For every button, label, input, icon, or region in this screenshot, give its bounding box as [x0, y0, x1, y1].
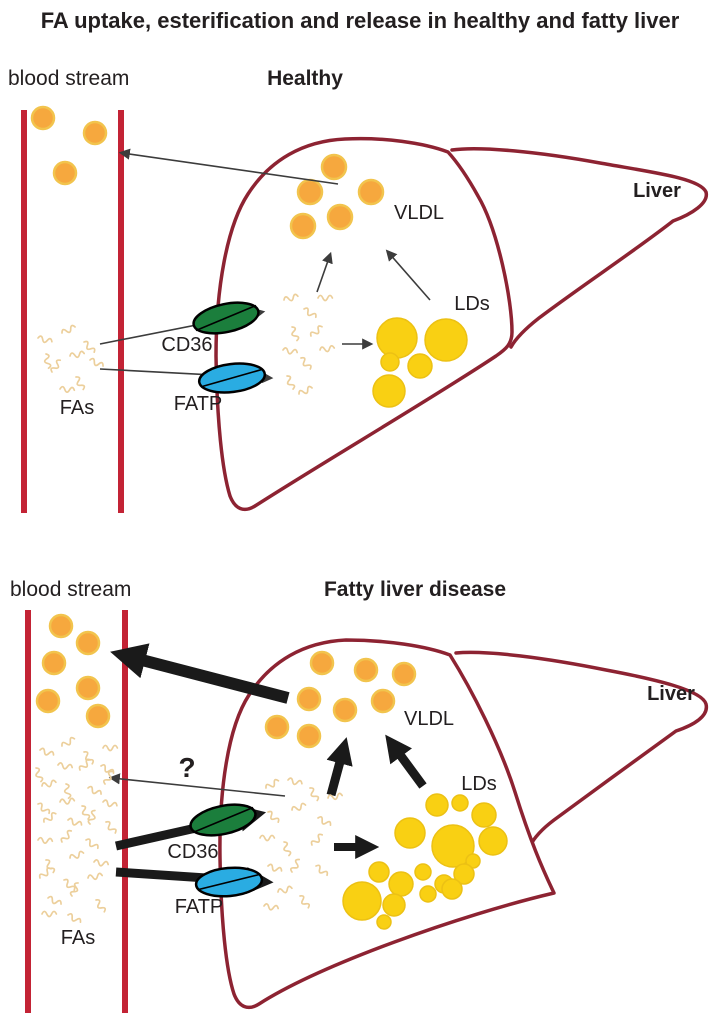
healthy-liver-right-lobe [450, 147, 708, 349]
healthy-blood-vldl-particles [30, 105, 108, 186]
fatty-lipid-droplets [342, 793, 508, 930]
fatty-panel: blood stream Fatty liver disease Liver V… [10, 578, 709, 1013]
fatty-vldl-label: VLDL [404, 708, 454, 730]
healthy-cd36-label: CD36 [161, 334, 212, 356]
fatty-question-mark: ? [178, 752, 195, 783]
healthy-liver-outline [214, 136, 708, 512]
fatty-fatp-transporter [194, 866, 264, 898]
healthy-fa-to-vldl-arrow [316, 251, 333, 293]
healthy-cd36-transporter [192, 301, 260, 335]
fatty-blood-fa-squiggles [32, 735, 119, 926]
fatty-fa-to-vldl-arrow [326, 737, 353, 797]
healthy-vldl-label: VLDL [394, 202, 444, 224]
healthy-panel: blood stream Healthy Liver VLDL LDs [8, 67, 708, 513]
fatty-cd36-transporter [189, 803, 257, 837]
healthy-panel-title: Healthy [267, 67, 343, 90]
fatty-fatp-label: FATP [175, 896, 224, 918]
healthy-vldl-release-arrow [118, 148, 339, 185]
fatty-fas-label: FAs [61, 927, 95, 949]
healthy-liver-label: Liver [633, 180, 681, 202]
fatty-liver-vldl-particles [264, 650, 417, 749]
fatty-liver-outline [218, 638, 709, 1010]
fatty-cd36-label: CD36 [167, 841, 218, 863]
healthy-lipid-droplets [372, 317, 468, 408]
fatty-panel-title: Fatty liver disease [324, 578, 506, 601]
fatty-lds-to-vldl-arrow [385, 734, 427, 789]
fatty-blood-vldl-particles [35, 613, 111, 729]
fatty-liver-label: Liver [647, 683, 695, 705]
healthy-fatp-transporter [197, 362, 267, 394]
healthy-liver-vldl-particles [289, 153, 385, 240]
fatty-question-arrow [108, 773, 286, 797]
healthy-fatp-label: FATP [174, 393, 223, 415]
fatty-vldl-release-arrow [110, 643, 290, 704]
fatty-lds-label: LDs [461, 773, 497, 795]
healthy-vessel-walls [21, 110, 124, 513]
healthy-lds-to-vldl-arrow [385, 249, 431, 301]
healthy-fas-label: FAs [60, 397, 94, 419]
healthy-liver-left-lobe [214, 136, 514, 512]
healthy-blood-fa-squiggles [36, 323, 105, 394]
healthy-lds-label: LDs [454, 293, 490, 315]
healthy-blood-stream-label: blood stream [8, 67, 129, 90]
figure-title: FA uptake, esterification and release in… [41, 8, 680, 33]
fatty-blood-stream-label: blood stream [10, 578, 131, 601]
